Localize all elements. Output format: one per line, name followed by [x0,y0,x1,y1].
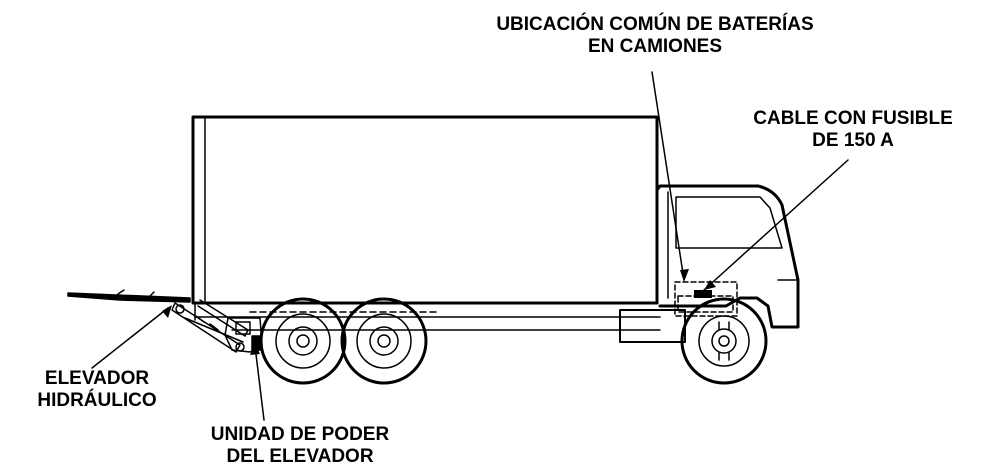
lift-power-unit-label: UNIDAD DE PODER DEL ELEVADOR [170,424,430,468]
fused-cable-line-1: CABLE CON FUSIBLE [753,108,953,129]
lift-power-unit [224,317,263,353]
fuse-arrow-icon [704,280,716,290]
cargo-box [191,115,659,305]
chassis-frame [194,302,661,331]
battery-arrow-icon [680,269,689,282]
liftgate-arms [171,299,249,353]
front-wheel [680,297,768,385]
fused-cable-line-2: DE 150 A [812,130,894,151]
liftgate-platform [67,289,191,303]
hydraulic-lift-line-2: HIDRÁULICO [37,390,157,411]
power-unit-arrow-icon [250,343,260,355]
battery-location-line-2: EN CAMIONES [587,36,723,57]
hydraulic-lift-label: ELEVADOR HIDRÁULICO [2,368,192,412]
leader-lines [91,71,849,421]
fused-cable-label: CABLE CON FUSIBLE DE 150 A [718,108,988,152]
battery-location-label: UBICACIÓN COMÚN DE BATERÍAS EN CAMIONES [440,14,870,58]
hydraulic-lift-line-1: ELEVADOR [44,368,150,389]
truck-cab [619,184,800,343]
lift-power-unit-line-2: DEL ELEVADOR [226,446,374,467]
fuse-block [694,290,712,298]
battery-location-line-1: UBICACIÓN COMÚN DE BATERÍAS [496,14,814,35]
rear-wheel-2 [340,297,428,385]
lift-power-unit-line-1: UNIDAD DE PODER [210,424,390,445]
lift-arrow-icon [162,305,172,318]
